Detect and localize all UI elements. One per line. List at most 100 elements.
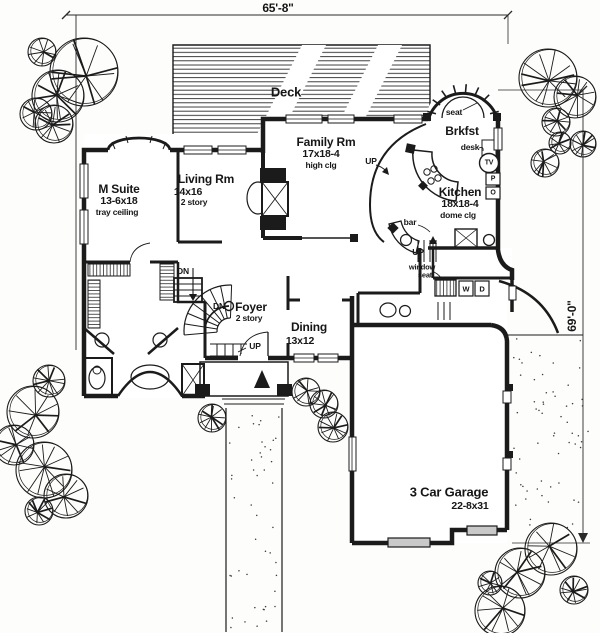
dn-label-1: DN [177,265,189,276]
entry-marker [254,370,270,388]
room-kitchen-label: Kitchen [438,185,482,199]
dim-width-label: 65'-8" [262,1,294,15]
washer-box [458,280,474,297]
room-family-size: 17x18-4 [302,147,340,160]
tree-icon [569,130,597,158]
tree-icon [0,424,35,466]
tree-icon [494,547,546,599]
tree-icon [309,389,339,419]
stipple-texture [228,338,589,629]
tree-icon [530,148,560,178]
tree-icon [559,575,589,605]
service-door-1 [502,390,512,404]
washer-label: W [462,284,470,294]
tree-icon [477,570,503,596]
desk-label: desk [460,141,480,152]
tree-icon [518,48,578,108]
house-floor [84,84,512,543]
window [293,353,315,363]
room-family-note: high clg [305,159,337,170]
room-msuite-label: M Suite [98,182,140,196]
room-brkfst-label: Brkfst [445,124,479,138]
sink-1 [94,332,110,348]
room-dining-label: Dining [290,320,328,334]
room-family-label: Family Rm [296,135,356,149]
walkway [222,398,285,632]
dryer-box [474,280,490,297]
curved-staircase [183,284,233,336]
porch [199,361,289,397]
window [327,114,355,124]
tree-icon [548,131,572,155]
tree-icon [34,104,74,144]
tree-icon [19,97,53,131]
window [79,163,89,199]
sink-2 [152,332,168,348]
tv-label: TV [484,159,494,167]
room-dining-size: 13x12 [285,334,315,347]
windows [79,114,517,548]
window-seat [434,279,457,297]
room-living-note: 2 story [180,196,208,207]
up-label-kitchen: UP [412,246,424,257]
dn-label-2: DN [213,300,225,311]
garage-door-1 [387,537,431,548]
closet-1 [87,263,131,277]
pantry-box [485,172,501,186]
dryer-label: D [479,284,485,294]
window [285,114,323,124]
toilet-2 [88,366,106,390]
bay-window-mullions [427,84,499,115]
room-living-label: Living Rm [177,172,235,186]
dimension-lines [61,10,590,544]
room-kitchen-size: 18x18-4 [441,197,479,210]
tree-icon [24,496,54,526]
room-living-size: 14x16 [173,185,203,198]
oven-box [485,186,501,200]
room-msuite-size: 13-6x18 [100,194,138,207]
window [217,145,247,155]
room-foyer-note: 2 story [235,312,263,323]
window [348,436,357,472]
seat-label: seat [445,106,463,117]
oven-label: O [490,189,496,197]
tree-icon [553,75,597,119]
tree-icon [197,403,227,433]
tree-icon [32,364,66,398]
room-foyer-label: Foyer [235,300,267,314]
closet-3 [159,263,175,301]
tree-icon [6,385,60,439]
window [79,209,89,245]
room-deck-label: Deck [270,84,302,100]
tree-icon [27,37,57,67]
closet-2 [87,279,101,329]
powder-sink [398,304,412,318]
up-label-family: UP [365,155,377,166]
toilet [379,302,397,318]
room-garage-label: 3 Car Garage [409,484,489,500]
pantry-label: P [490,175,496,183]
side-door [508,285,517,301]
interior-walls [83,119,512,396]
window [493,127,503,151]
room-kitchen-note: dome clg [440,209,476,220]
dim-height-label: 69'-0" [565,300,579,332]
shower [181,363,205,397]
service-door-2 [502,457,512,471]
room-gar-size: 22-8x31 [451,499,489,512]
tree-icon [541,107,571,137]
garage-door-2 [466,525,498,536]
window [183,145,213,155]
landscape-trees [0,37,597,633]
fixtures [87,102,501,397]
tree-icon [317,411,349,443]
tree-icon [474,585,526,633]
window-seat-label-2: seat [417,270,433,280]
tree-icon [524,522,578,576]
tub [130,364,170,390]
tree-icon [43,473,89,519]
window [393,114,423,124]
window [317,353,339,363]
window-seat-label-1: window [408,262,436,272]
